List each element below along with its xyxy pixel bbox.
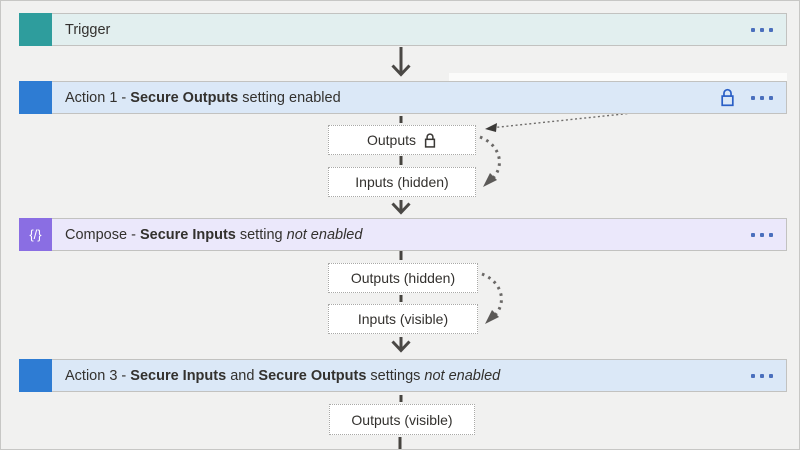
more-options-icon[interactable] — [751, 232, 773, 237]
action3-outputs-box: Outputs (visible) — [329, 404, 475, 435]
outputs-to-inputs-dotted-arc-2 — [481, 272, 503, 324]
lock-icon — [424, 132, 436, 148]
compose-card[interactable]: {/} Compose - Secure Inputs setting not … — [19, 218, 787, 251]
lock-pointer-dotted-arrow — [485, 102, 729, 132]
action1-card[interactable]: Action 1 - Secure Outputs setting enable… — [19, 81, 787, 114]
trigger-card[interactable]: Trigger — [19, 13, 787, 46]
compose-icon: {/} — [19, 218, 52, 251]
compose-card-title: Compose - Secure Inputs setting not enab… — [65, 226, 363, 243]
trigger-card-title: Trigger — [65, 21, 111, 38]
more-options-icon[interactable] — [751, 95, 773, 100]
more-options-icon[interactable] — [751, 373, 773, 378]
dashed-connectors — [398, 116, 403, 449]
more-options-icon[interactable] — [751, 27, 773, 32]
action3-card-title: Action 3 - Secure Inputs and Secure Outp… — [65, 367, 501, 384]
lock-icon — [721, 88, 734, 107]
action1-inputs-box: Inputs (hidden) — [328, 167, 476, 197]
action-icon — [19, 81, 52, 114]
compose-inputs-box: Inputs (visible) — [328, 304, 478, 334]
arrow-to-compose — [391, 200, 411, 215]
arrow-to-action3 — [391, 337, 411, 353]
action3-card[interactable]: Action 3 - Secure Inputs and Secure Outp… — [19, 359, 787, 392]
outputs-to-inputs-dotted-arc-1 — [479, 135, 501, 187]
arrow-trigger-to-action1 — [391, 47, 411, 77]
action1-card-title: Action 1 - Secure Outputs setting enable… — [65, 89, 341, 106]
compose-outputs-box: Outputs (hidden) — [328, 263, 478, 293]
trigger-icon — [19, 13, 52, 46]
action-icon — [19, 359, 52, 392]
action1-outputs-box: Outputs — [328, 125, 476, 155]
callout-strip — [449, 73, 787, 81]
